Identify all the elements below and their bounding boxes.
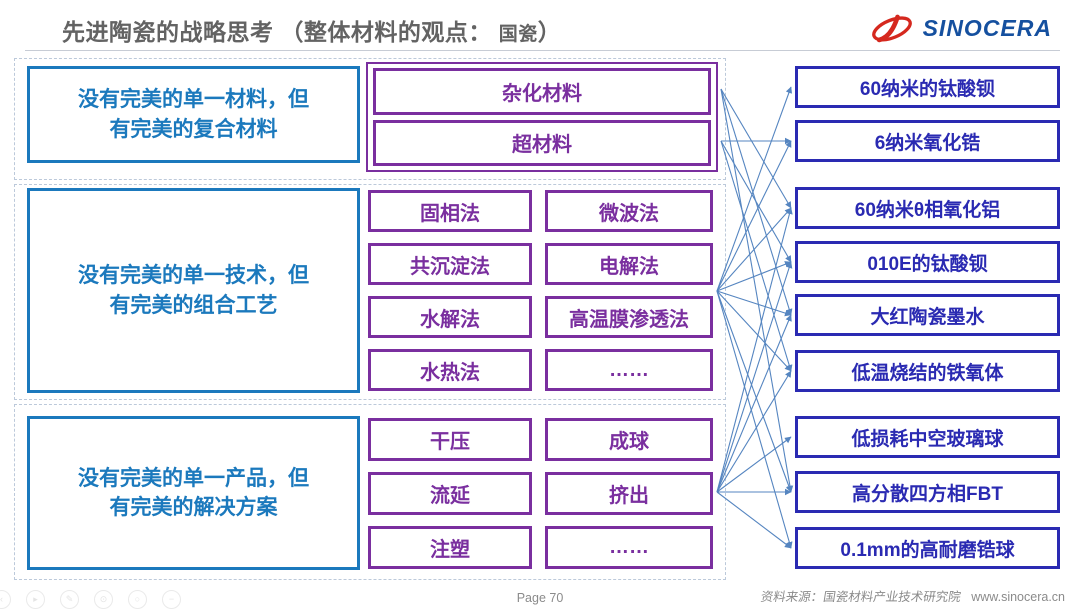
material-type-box: 超材料 [373,119,711,166]
flow-arrow [716,491,792,549]
flow-arrow [716,290,792,317]
method-box: 水热法 [368,349,532,391]
sinocera-logo-text: SINOCERA [922,14,1052,41]
flow-arrow [716,436,792,493]
method-box: 共沉淀法 [368,243,532,285]
sinocera-logo: SINOCERA [869,9,1052,47]
forming-box: …… [545,526,713,569]
page-number: Page 70 [516,591,564,605]
statement-box-technologies: 没有完美的单一技术，但 有完美的组合工艺 [27,188,360,393]
method-box: …… [545,349,713,391]
product-box: 60纳米的钛酸钡 [795,66,1060,108]
material-type-box: 杂化材料 [373,68,711,115]
chevron-left-icon[interactable]: ‹ [0,590,11,609]
clock-icon[interactable]: ⊙ [94,590,113,609]
statement-line: 有完美的组合工艺 [109,293,278,317]
forming-box: 成球 [545,418,713,461]
source-text: 资料来源：国瓷材料产业技术研究院 [759,590,962,604]
forming-grid: 干压 成球 流延 挤出 注塑 …… [368,418,713,569]
forming-box: 注塑 [368,526,532,569]
statement-line: 有完美的复合材料 [109,117,278,141]
flow-arrow [716,290,793,493]
flow-arrow [716,314,792,493]
source-url: www.sinocera.cn [971,590,1065,604]
flow-arrow [716,261,792,292]
statement-line: 没有完美的单一技术，但 [78,264,309,288]
material-types-group: 杂化材料 超材料 [366,62,718,172]
method-box: 高温膜渗透法 [545,296,713,338]
header-divider [25,50,1060,51]
page-title-main: 先进陶瓷的战略思考 （整体材料的观点： [62,19,499,45]
flow-arrow [720,140,793,372]
page-title-brand: 国瓷 [498,24,538,45]
source-note: 资料来源：国瓷材料产业技术研究院 www.sinocera.cn [759,586,1065,605]
product-box: 大红陶瓷墨水 [795,294,1060,336]
flow-arrow [716,290,793,549]
flow-arrow [716,140,792,292]
product-box: 6纳米氧化锆 [795,120,1060,162]
flow-arrow [720,140,792,263]
page-title: 先进陶瓷的战略思考 （整体材料的观点： 国瓷） [62,13,561,47]
flow-arrow [716,207,792,292]
forming-box: 干压 [368,418,532,461]
product-box: 60纳米θ相氧化铝 [795,187,1060,229]
product-box: 010E的钛酸钡 [795,241,1060,283]
product-box: 高分散四方相FBT [795,471,1060,513]
method-box: 固相法 [368,190,532,232]
method-box: 电解法 [545,243,713,285]
statement-line: 有完美的解决方案 [109,496,278,519]
method-box: 水解法 [368,296,532,338]
forming-box: 挤出 [545,472,713,515]
flow-arrow [720,88,792,209]
flow-arrow [716,370,792,493]
flow-arrow [720,88,794,493]
method-box: 微波法 [545,190,713,232]
statement-line: 没有完美的单一产品，但 [78,466,309,490]
statement-box-materials: 没有完美的单一材料，但 有完美的复合材料 [27,66,360,163]
zoom-icon[interactable]: ○ [128,590,147,609]
play-icon[interactable]: ▸ [26,590,45,609]
edit-icon[interactable]: ✎ [60,590,79,609]
product-box: 低温烧结的铁氧体 [795,350,1060,392]
minus-icon[interactable]: − [162,590,181,609]
product-box: 0.1mm的高耐磨锆球 [795,527,1060,569]
method-grid: 固相法 微波法 共沉淀法 电解法 水解法 高温膜渗透法 水热法 …… [368,190,713,391]
statement-box-solutions: 没有完美的单一产品，但 有完美的解决方案 [27,416,360,570]
flow-arrow [716,207,793,493]
flow-arrow [720,88,793,316]
sinocera-swoosh-icon [871,14,912,43]
flow-arrow [716,86,793,292]
forming-box: 流延 [368,472,532,515]
product-box: 低损耗中空玻璃球 [795,416,1060,458]
page-title-close: ） [537,19,562,45]
statement-line: 没有完美的单一材料，但 [78,88,309,112]
viewer-toolbar: ‹ ▸ ✎ ⊙ ○− [0,590,181,609]
flow-arrow [716,290,792,372]
flow-arrow [716,261,793,493]
